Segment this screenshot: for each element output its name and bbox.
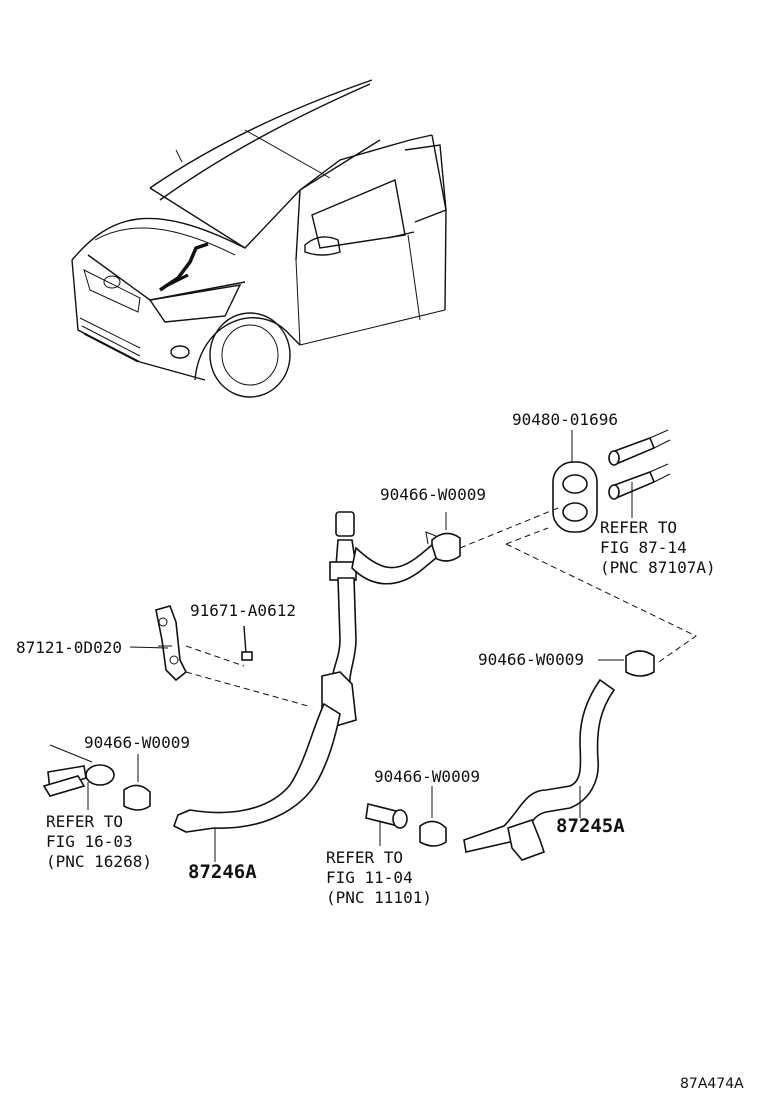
label-90466-w0009-upper: 90466-W0009 [380,485,486,504]
ref3-line1: REFER TO [326,848,403,867]
figure-id: 87A474A [680,1076,744,1092]
ref3-line3: (PNC 11101) [326,888,432,907]
ref1-line1: REFER TO [600,518,677,537]
label-91671-a0612: 91671-A0612 [190,601,296,620]
label-leaders [158,645,581,862]
label-90466-w0009-right: 90466-W0009 [478,650,584,669]
label-90466-w0009-left: 90466-W0009 [84,733,190,752]
ref2-line2: FIG 16-03 [46,832,133,851]
ref3-line2: FIG 11-04 [326,868,413,887]
car-illustration [71,79,447,398]
bracket-87121-0d020 [129,605,188,682]
ref2-line1: REFER TO [46,812,123,831]
clamp-lower-middle [419,786,447,847]
hose-87245a [463,678,616,861]
clamp-upper [425,512,461,562]
hose-87246a [173,511,437,833]
label-90480-01696: 90480-01696 [512,410,618,429]
clamp-right [598,650,655,677]
label-87246a: 87246A [188,861,257,883]
bolt-91671-a0612 [241,625,253,661]
ref1-line2: FIG 87-14 [600,538,687,557]
dashed-leaders [185,507,697,707]
label-90466-w0009-middle: 90466-W0009 [374,767,480,786]
clamp-lower-left [123,754,151,811]
nipple-middle [365,803,408,846]
ref2-line3: (PNC 16268) [46,852,152,871]
grommet-90480-01696 [552,430,598,533]
label-87121-0d020: 87121-0D020 [16,638,122,657]
nipple-left [42,744,115,810]
ref1-line3: (PNC 87107A) [600,558,716,577]
washer-nozzle-pipes [608,429,671,518]
label-87245a: 87245A [556,815,625,837]
